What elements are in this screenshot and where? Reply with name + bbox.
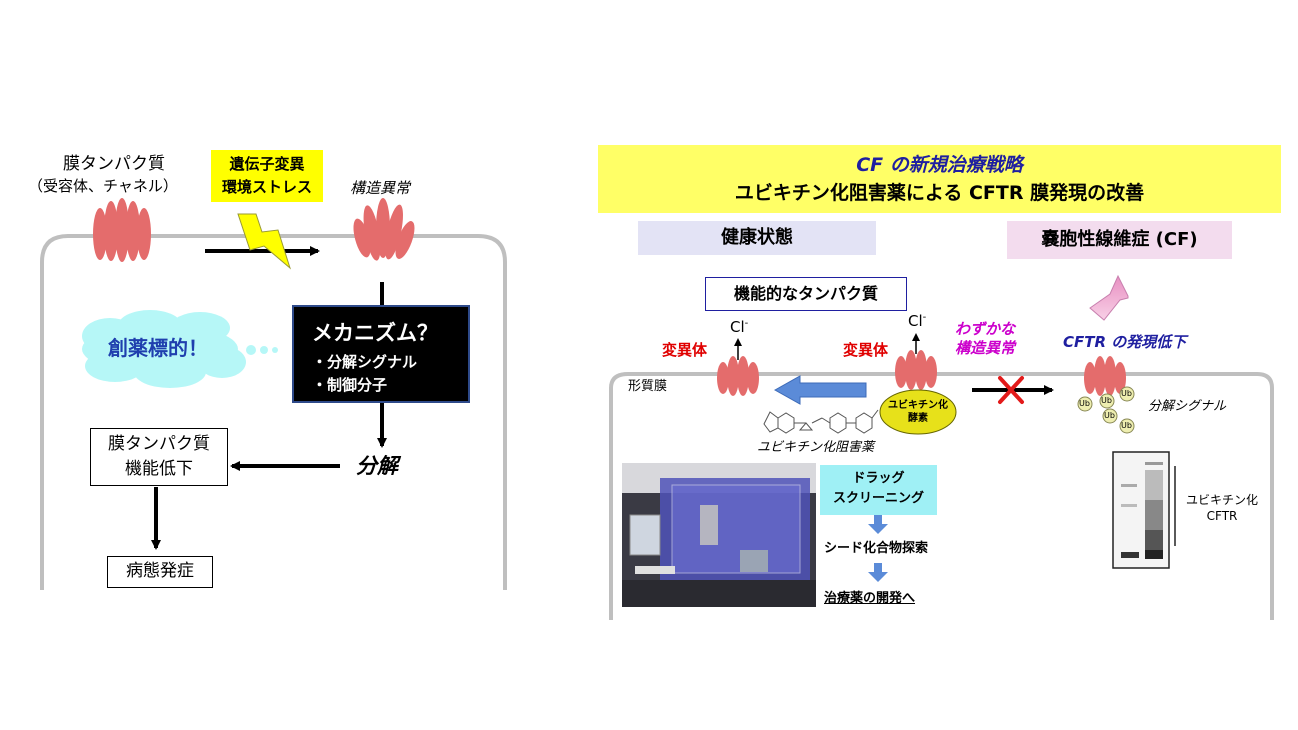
mechanism-box: メカニズム？ ・分解シグナル ・制御分子 (292, 305, 470, 403)
cl-left-sup: - (744, 318, 749, 329)
blue-inhibition-arrow (773, 375, 867, 405)
cl-left: Cl- (730, 318, 748, 336)
ub-label-4: Ub (1104, 411, 1115, 420)
left-cell-membrane (40, 234, 507, 590)
cf-state-label: 嚢胞性線維症 (CF) (1007, 221, 1232, 259)
cftr-expression-down: CFTR の発現低下 (1063, 333, 1187, 351)
ubiquitinase-label: ユビキチン化 酵素 (880, 399, 956, 425)
function-loss-line2: 機能低下 (125, 459, 193, 479)
ub-tags (1077, 386, 1135, 434)
title-line1: CF の新規治療戦略 (856, 154, 1023, 176)
stress-box: 遺伝子変異 環境ストレス (211, 150, 323, 202)
slight-abnormality: わずかな 構造異常 (940, 320, 1030, 358)
therapeutic-dev-label: 治療薬の開発へ (824, 591, 916, 606)
cl-right: Cl- (908, 312, 926, 330)
functional-protein-box: 機能的なタンパク質 (705, 277, 907, 311)
right-variant-protein-left (717, 356, 759, 396)
mechanism-title: メカニズム？ (312, 321, 438, 345)
ub-label-1: Ub (1079, 399, 1090, 408)
left-abnormal-protein (353, 198, 415, 261)
title-banner: CF の新規治療戦略 ユビキチン化阻害薬による CFTR 膜発現の改善 (598, 145, 1281, 213)
drug-screening-box: ドラッグ スクリーニング (820, 465, 937, 515)
chemical-structure-icon (763, 409, 879, 434)
function-loss-line1: 膜タンパク質 (108, 434, 210, 454)
drug-screening-line2: スクリーニング (832, 491, 924, 506)
plasma-membrane-label: 形質膜 (628, 379, 668, 394)
seed-compound-label: シード化合物探索 (824, 541, 929, 556)
degradation-signal-label: 分解シグナル (1148, 399, 1227, 414)
ub-label-2: Ub (1101, 396, 1112, 405)
mechanism-item1: ・分解シグナル (312, 353, 418, 371)
inhibitor-label: ユビキチン化阻害薬 (757, 440, 875, 455)
mechanism-item2: ・制御分子 (312, 376, 388, 394)
drug-target-label: 創薬標的！ (108, 336, 208, 360)
cl-left-text: Cl (730, 318, 745, 336)
function-loss-box: 膜タンパク質 機能低下 (90, 428, 228, 486)
membrane-protein-title: 膜タンパク質 (63, 154, 165, 174)
cl-right-sup: - (922, 312, 927, 323)
western-blot-image (1112, 451, 1170, 569)
red-x-icon (998, 376, 1024, 404)
membrane-protein-examples: （受容体、チャネル） (28, 177, 178, 195)
ubiquitinase-line2: 酵素 (908, 413, 928, 424)
ubiquitinase-line1: ユビキチン化 (888, 400, 948, 411)
right-cell-membrane (609, 372, 1274, 620)
slight-line2: 構造異常 (954, 339, 1015, 357)
right-variant-protein-center (895, 350, 937, 390)
ub-cftr-line1: ユビキチン化 (1185, 493, 1258, 507)
drug-target-cloud (82, 310, 278, 388)
slight-line1: わずかな (954, 320, 1015, 338)
stress-line2: 環境ストレス (221, 178, 312, 196)
screening-step-arrows (868, 515, 888, 582)
pink-up-arrow (1089, 274, 1129, 321)
ub-label-3: Ub (1121, 389, 1132, 398)
healthy-state-label: 健康状態 (638, 221, 876, 255)
lightning-bolt-icon (237, 213, 291, 270)
lab-robot-photo (622, 463, 816, 607)
stress-line1: 遺伝子変異 (229, 155, 305, 173)
ubiquitinase-enzyme (879, 389, 957, 435)
variant-left-label: 変異体 (662, 341, 708, 359)
cftr-low-protein (1084, 356, 1126, 396)
ub-label-5: Ub (1121, 421, 1132, 430)
disease-onset-box: 病態発症 (107, 556, 213, 588)
drug-screening-line1: ドラッグ (852, 471, 905, 486)
variant-right-label: 変異体 (843, 341, 889, 359)
degradation-label: 分解 (356, 454, 398, 478)
structural-abnormality-label: 構造異常 (350, 179, 411, 197)
left-membrane-protein (93, 198, 151, 262)
ub-cftr-line2: CFTR (1206, 509, 1238, 523)
title-line2: ユビキチン化阻害薬による CFTR 膜発現の改善 (734, 182, 1145, 204)
ub-cftr-label: ユビキチン化 CFTR (1180, 492, 1264, 524)
cl-right-text: Cl (908, 312, 923, 330)
